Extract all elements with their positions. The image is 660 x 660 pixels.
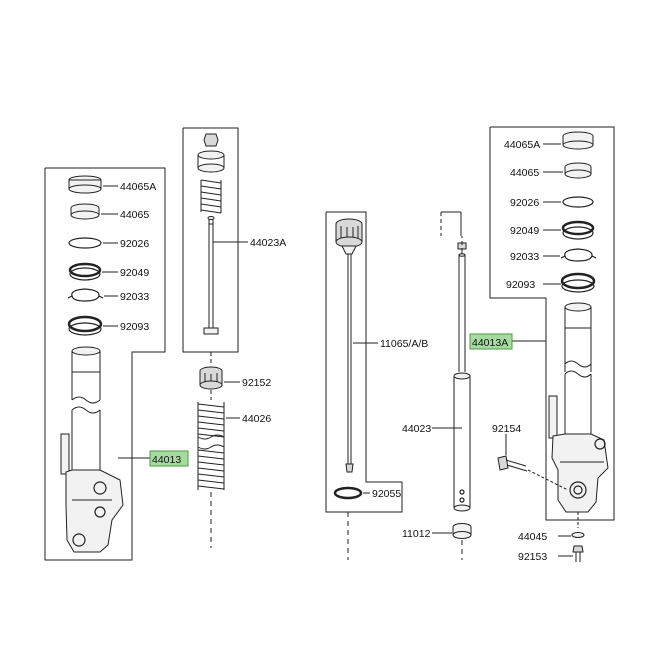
right-snap-ring-92033-part: [560, 248, 597, 262]
left-label-44065a: 44065A: [120, 181, 156, 193]
left-bushing-44065-part: [70, 203, 100, 220]
left-seal-92049-part: [68, 262, 102, 281]
right-outer-label-44013a: 44013A: [472, 337, 508, 349]
washer-44045-part: [571, 532, 585, 538]
left-inner-tube-part: [71, 346, 101, 414]
left-outer-label-44013: 44013: [152, 454, 181, 466]
fork-spring-44026-part: [197, 402, 225, 490]
right-bushing-44065a-part: [562, 131, 594, 150]
left-snap-ring-92033-part: [67, 288, 104, 302]
right-outer-tube-part: [548, 374, 609, 513]
right-label-92033: 92033: [510, 251, 539, 263]
left-label-92033: 92033: [120, 291, 149, 303]
label-92154: 92154: [492, 423, 521, 435]
label-92152: 92152: [242, 377, 271, 389]
right-label-44065a: 44065A: [504, 139, 540, 151]
rod-nut-part: [203, 133, 219, 147]
right-washer-92026-part: [562, 196, 594, 208]
damper-rod-part: [203, 216, 219, 335]
left-label-92026: 92026: [120, 238, 149, 250]
label-44045: 44045: [518, 531, 547, 543]
label-44026: 44026: [242, 413, 271, 425]
right-inner-tube-part: [564, 302, 592, 378]
right-bushing-44065-part: [564, 162, 592, 179]
damper-cartridge-part: [335, 218, 363, 473]
left-label-44065: 44065: [120, 209, 149, 221]
label-11012: 11012: [402, 528, 431, 540]
label-44013a-highlight: [469, 333, 513, 350]
left-label-92093: 92093: [120, 321, 149, 333]
spring-seat-upper-part: [197, 150, 225, 173]
label-92055: 92055: [372, 488, 401, 500]
left-label-92049: 92049: [120, 267, 149, 279]
right-seal-92049-part: [561, 220, 595, 240]
left-washer-92026-part: [68, 237, 102, 249]
right-label-92093: 92093: [506, 279, 535, 291]
axle-bolt-92154-part: [497, 455, 528, 472]
label-92153: 92153: [518, 551, 547, 563]
right-dust-seal-92093-part: [560, 272, 596, 293]
drain-bolt-92153-part: [572, 545, 584, 562]
copper-washer-11012-part: [452, 523, 472, 539]
right-label-92026: 92026: [510, 197, 539, 209]
right-label-92049: 92049: [510, 225, 539, 237]
right-fork-outline: [489, 126, 615, 521]
left-dust-seal-92093-part: [67, 315, 103, 336]
right-label-44065: 44065: [510, 167, 539, 179]
left-outer-tube-part: [60, 410, 124, 553]
label-44023: 44023: [402, 423, 431, 435]
damper-bracket-outline: [325, 211, 403, 513]
label-11065ab: 11065/A/B: [380, 338, 428, 350]
o-ring-92055-part: [333, 486, 363, 500]
left-fork-outline: [44, 167, 166, 561]
spring-assembly-bracket: [182, 127, 239, 353]
label-44013-highlight: [149, 450, 189, 467]
label-44023a: 44023A: [250, 237, 286, 249]
upper-short-spring-part: [200, 179, 222, 214]
cylinder-tube-part: [453, 242, 471, 512]
spacer-collar-92152-part: [199, 366, 223, 390]
left-bushing-44065a-part: [68, 175, 102, 194]
